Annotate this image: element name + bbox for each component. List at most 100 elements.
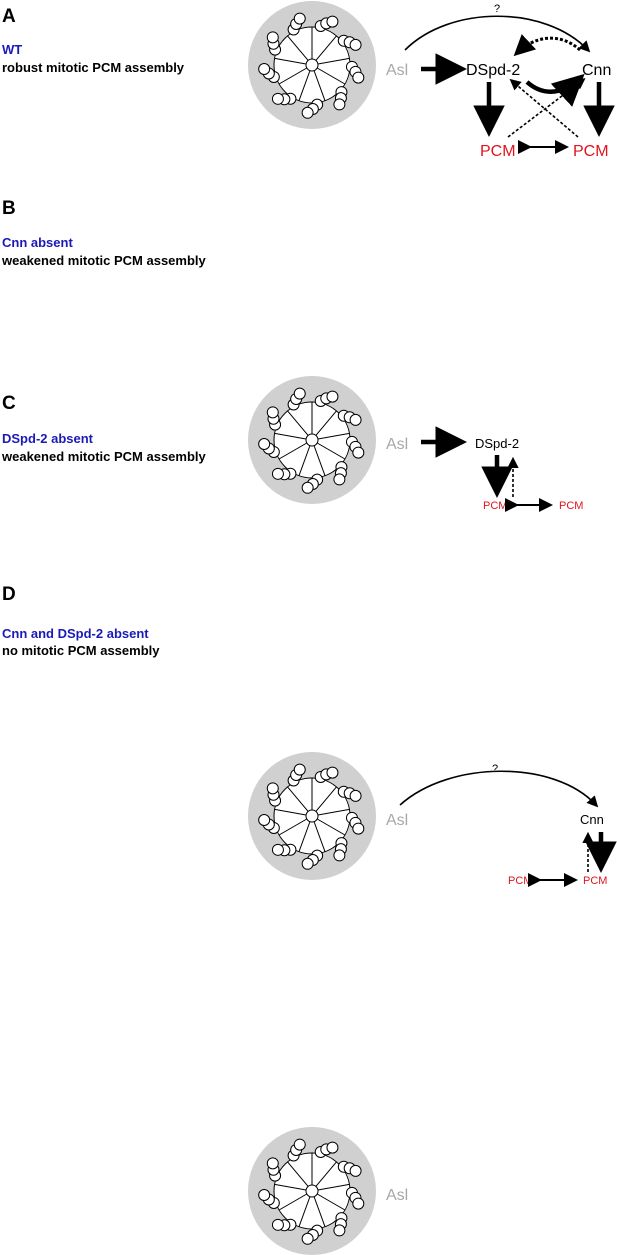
pcm-label-left: PCM bbox=[480, 143, 516, 160]
microtubule bbox=[333, 1224, 346, 1237]
cartwheel-spoke bbox=[287, 35, 309, 61]
cartwheel-spoke bbox=[316, 67, 346, 85]
phenotype-label: robust mitotic PCM assembly bbox=[2, 60, 185, 75]
cartwheel-hub bbox=[305, 433, 319, 447]
centriole bbox=[248, 752, 376, 880]
dspd2-label: DSpd-2 bbox=[466, 62, 520, 79]
cartwheel-spoke bbox=[315, 410, 337, 436]
asl-label: Asl bbox=[386, 1187, 408, 1204]
question-mark: ? bbox=[492, 763, 498, 775]
pcm-right-to-dspd2-dashed-arrow bbox=[509, 78, 579, 138]
cartwheel-spoke bbox=[298, 445, 311, 476]
panel-letter: A bbox=[2, 6, 16, 27]
cartwheel-spoke bbox=[298, 70, 311, 101]
dspd2-label: DSpd-2 bbox=[475, 436, 519, 451]
pcm-label-left: PCM bbox=[483, 500, 507, 512]
microtubule bbox=[293, 1138, 306, 1151]
microtubule bbox=[293, 763, 306, 776]
microtubule bbox=[301, 481, 314, 494]
cartwheel-spoke bbox=[287, 410, 309, 436]
cartwheel-spoke bbox=[274, 432, 307, 440]
cartwheel-spoke bbox=[278, 67, 308, 85]
microtubule bbox=[271, 467, 284, 480]
condition-label: Cnn and DSpd-2 absent bbox=[2, 626, 149, 641]
pcm-label-right: PCM bbox=[573, 143, 609, 160]
cartwheel-spoke bbox=[317, 57, 350, 65]
microtubule bbox=[352, 71, 365, 84]
question-mark: ? bbox=[494, 3, 500, 15]
asl-to-cnn-arrow bbox=[399, 770, 599, 808]
centriole bbox=[248, 1127, 376, 1255]
pcm-label-left: PCM bbox=[508, 875, 532, 887]
panel-letter: C bbox=[2, 393, 16, 414]
asl-to-cnn-arrow bbox=[404, 15, 591, 53]
centriole bbox=[248, 376, 376, 504]
microtubule bbox=[258, 63, 271, 76]
asl-label: Asl bbox=[386, 812, 408, 829]
microtubule bbox=[349, 1164, 362, 1177]
microtubule bbox=[271, 92, 284, 105]
panel-b: B Cnn absent weakened mitotic PCM assemb… bbox=[0, 180, 617, 512]
condition-label: WT bbox=[2, 42, 23, 57]
asl-label: Asl bbox=[386, 62, 408, 79]
microtubule bbox=[266, 1157, 279, 1170]
microtubule bbox=[326, 15, 339, 28]
microtubule bbox=[293, 12, 306, 25]
microtubule bbox=[352, 446, 365, 459]
condition-label: Cnn absent bbox=[2, 235, 73, 250]
microtubule bbox=[326, 390, 339, 403]
microtubule bbox=[258, 814, 271, 827]
microtubule bbox=[266, 782, 279, 795]
microtubule bbox=[266, 31, 279, 44]
pathway-diagram-b: Asl DSpd-2 PCM PCM bbox=[248, 376, 583, 512]
panel-d: D Cnn and DSpd-2 absent no mitotic PCM a… bbox=[0, 540, 617, 1255]
microtubule bbox=[333, 98, 346, 111]
microtubule bbox=[301, 1232, 314, 1245]
microtubule bbox=[333, 473, 346, 486]
phenotype-label: weakened mitotic PCM assembly bbox=[2, 253, 206, 268]
cartwheel-hub bbox=[305, 58, 319, 72]
dspd2-to-cnn-arrow bbox=[525, 73, 585, 107]
pcm-label-right: PCM bbox=[583, 875, 607, 887]
cartwheel-spoke bbox=[278, 442, 308, 460]
microtubule bbox=[349, 413, 362, 426]
pathway-diagram-c: Asl ? Cnn PCM PCM bbox=[248, 752, 617, 887]
microtubule bbox=[258, 1189, 271, 1202]
cartwheel-hub bbox=[305, 1184, 319, 1198]
microtubule bbox=[258, 438, 271, 451]
pcm-label-right: PCM bbox=[559, 500, 583, 512]
pathway-diagram-a: Asl DSpd-2 Cnn PCM PCM ? bbox=[248, 1, 615, 160]
microtubule bbox=[271, 843, 284, 856]
cnn-label: Cnn bbox=[582, 62, 611, 79]
centriole bbox=[248, 1, 376, 129]
microtubule bbox=[301, 857, 314, 870]
phenotype-label: no mitotic PCM assembly bbox=[2, 643, 160, 658]
condition-label: DSpd-2 absent bbox=[2, 431, 94, 446]
cartwheel-hub bbox=[305, 809, 319, 823]
panel-letter: D bbox=[2, 584, 16, 605]
cnn-to-dspd2-dashed-arrow bbox=[513, 34, 582, 57]
phenotype-label: weakened mitotic PCM assembly bbox=[2, 449, 206, 464]
microtubule bbox=[293, 387, 306, 400]
cnn-label: Cnn bbox=[580, 812, 604, 827]
microtubule bbox=[352, 1197, 365, 1210]
microtubule bbox=[326, 1141, 339, 1154]
cartwheel-spoke bbox=[313, 445, 326, 476]
cartwheel-spoke bbox=[274, 57, 307, 65]
cartwheel-spoke bbox=[315, 35, 337, 61]
microtubule bbox=[333, 849, 346, 862]
microtubule bbox=[352, 822, 365, 835]
microtubule bbox=[271, 1218, 284, 1231]
pathway-diagram-d: Asl bbox=[248, 1127, 408, 1255]
panel-letter: B bbox=[2, 198, 16, 219]
asl-label: Asl bbox=[386, 436, 408, 453]
cartwheel-spoke bbox=[317, 432, 350, 440]
panel-a: A WT robust mitotic PCM assembly Asl DSp… bbox=[0, 0, 617, 180]
cartwheel-spoke bbox=[316, 442, 346, 460]
microtubule bbox=[349, 789, 362, 802]
pcm-left-to-cnn-dashed-arrow bbox=[507, 78, 586, 138]
microtubule bbox=[266, 406, 279, 419]
microtubule bbox=[326, 766, 339, 779]
panel-c: C DSpd-2 absent weakened mitotic PCM ass… bbox=[0, 360, 617, 887]
microtubule bbox=[301, 106, 314, 119]
